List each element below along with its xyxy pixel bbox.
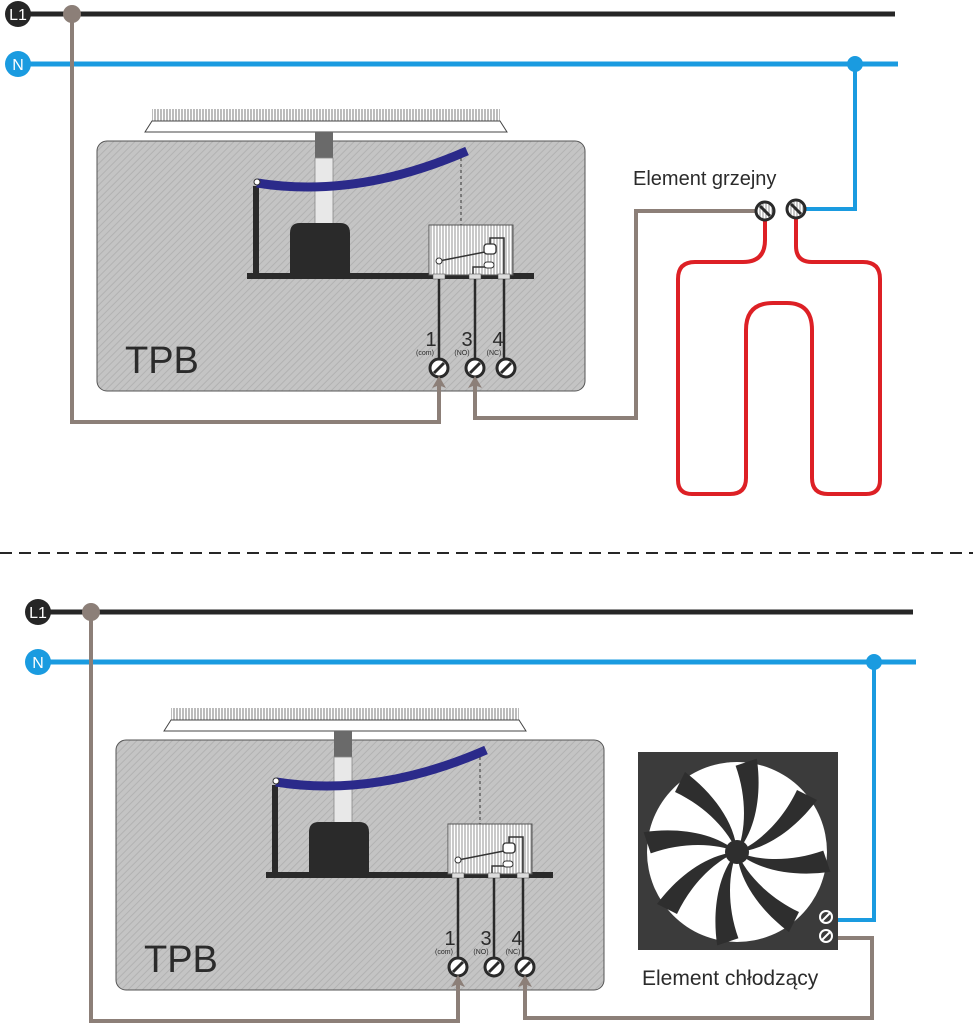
phase-badge-l1	[5, 1, 31, 27]
terminal-3-sub: (NO)	[473, 949, 488, 956]
device-label: TPB	[144, 939, 218, 981]
terminal-1-number: 1	[444, 928, 455, 950]
neutral-label: N	[32, 655, 44, 672]
fan-unit	[638, 752, 838, 950]
heater-terminal-left	[754, 200, 776, 222]
phase-badge-l1	[25, 599, 51, 625]
wire-l1-to-com	[70, 14, 441, 424]
wire-l1-to-com	[89, 612, 460, 1023]
terminal-1-sub: (com)	[435, 949, 453, 956]
fan-blade	[737, 852, 799, 932]
fan-blade	[737, 790, 817, 852]
terminal-1-sub: (com)	[416, 350, 434, 357]
terminal-4-number: 4	[492, 329, 503, 351]
neutral-label: N	[12, 57, 24, 74]
fan-blade	[643, 830, 737, 854]
terminal-1-number: 1	[425, 329, 436, 351]
fan-blade	[735, 758, 759, 852]
heating-diagram: L1 N TPB 1 (com) 3 (NO) 4 (NC) Element	[5, 1, 898, 496]
fan-blade	[675, 772, 737, 852]
wire-nc-to-fan	[523, 936, 874, 1020]
neutral-badge	[25, 649, 51, 675]
terminal-4-number: 4	[511, 928, 522, 950]
neutral-badge	[5, 51, 31, 77]
fan-blade	[657, 852, 737, 914]
cooling-diagram: L1 N TPB 1 (com) 3 (NO) 4 (NC)	[25, 599, 916, 1023]
wire-neutral-to-heater	[803, 64, 857, 211]
phase-label: L1	[9, 7, 27, 24]
fan-blade	[715, 852, 739, 946]
wire-no-to-heater	[473, 209, 757, 420]
terminal-labels: 1 (com) 3 (NO) 4 (NC)	[435, 928, 523, 956]
phase-label: L1	[29, 605, 47, 622]
cooler-label: Element chłodzący	[642, 967, 819, 990]
fan-blades-icon	[643, 758, 831, 946]
fan-blade	[737, 850, 831, 874]
terminal-labels: 1 (com) 3 (NO) 4 (NC)	[416, 329, 504, 357]
wire-neutral-to-fan	[837, 662, 876, 922]
heater-terminal-right	[785, 198, 807, 220]
device-label: TPB	[125, 340, 199, 382]
fan-hub	[725, 840, 749, 864]
terminal-4-sub: (NC)	[487, 350, 502, 357]
terminal-3-sub: (NO)	[454, 350, 469, 357]
heating-element-coil	[676, 218, 882, 496]
terminal-3-number: 3	[480, 928, 491, 950]
terminal-4-sub: (NC)	[506, 949, 521, 956]
heater-label: Element grzejny	[633, 168, 776, 190]
terminal-3-number: 3	[461, 329, 472, 351]
